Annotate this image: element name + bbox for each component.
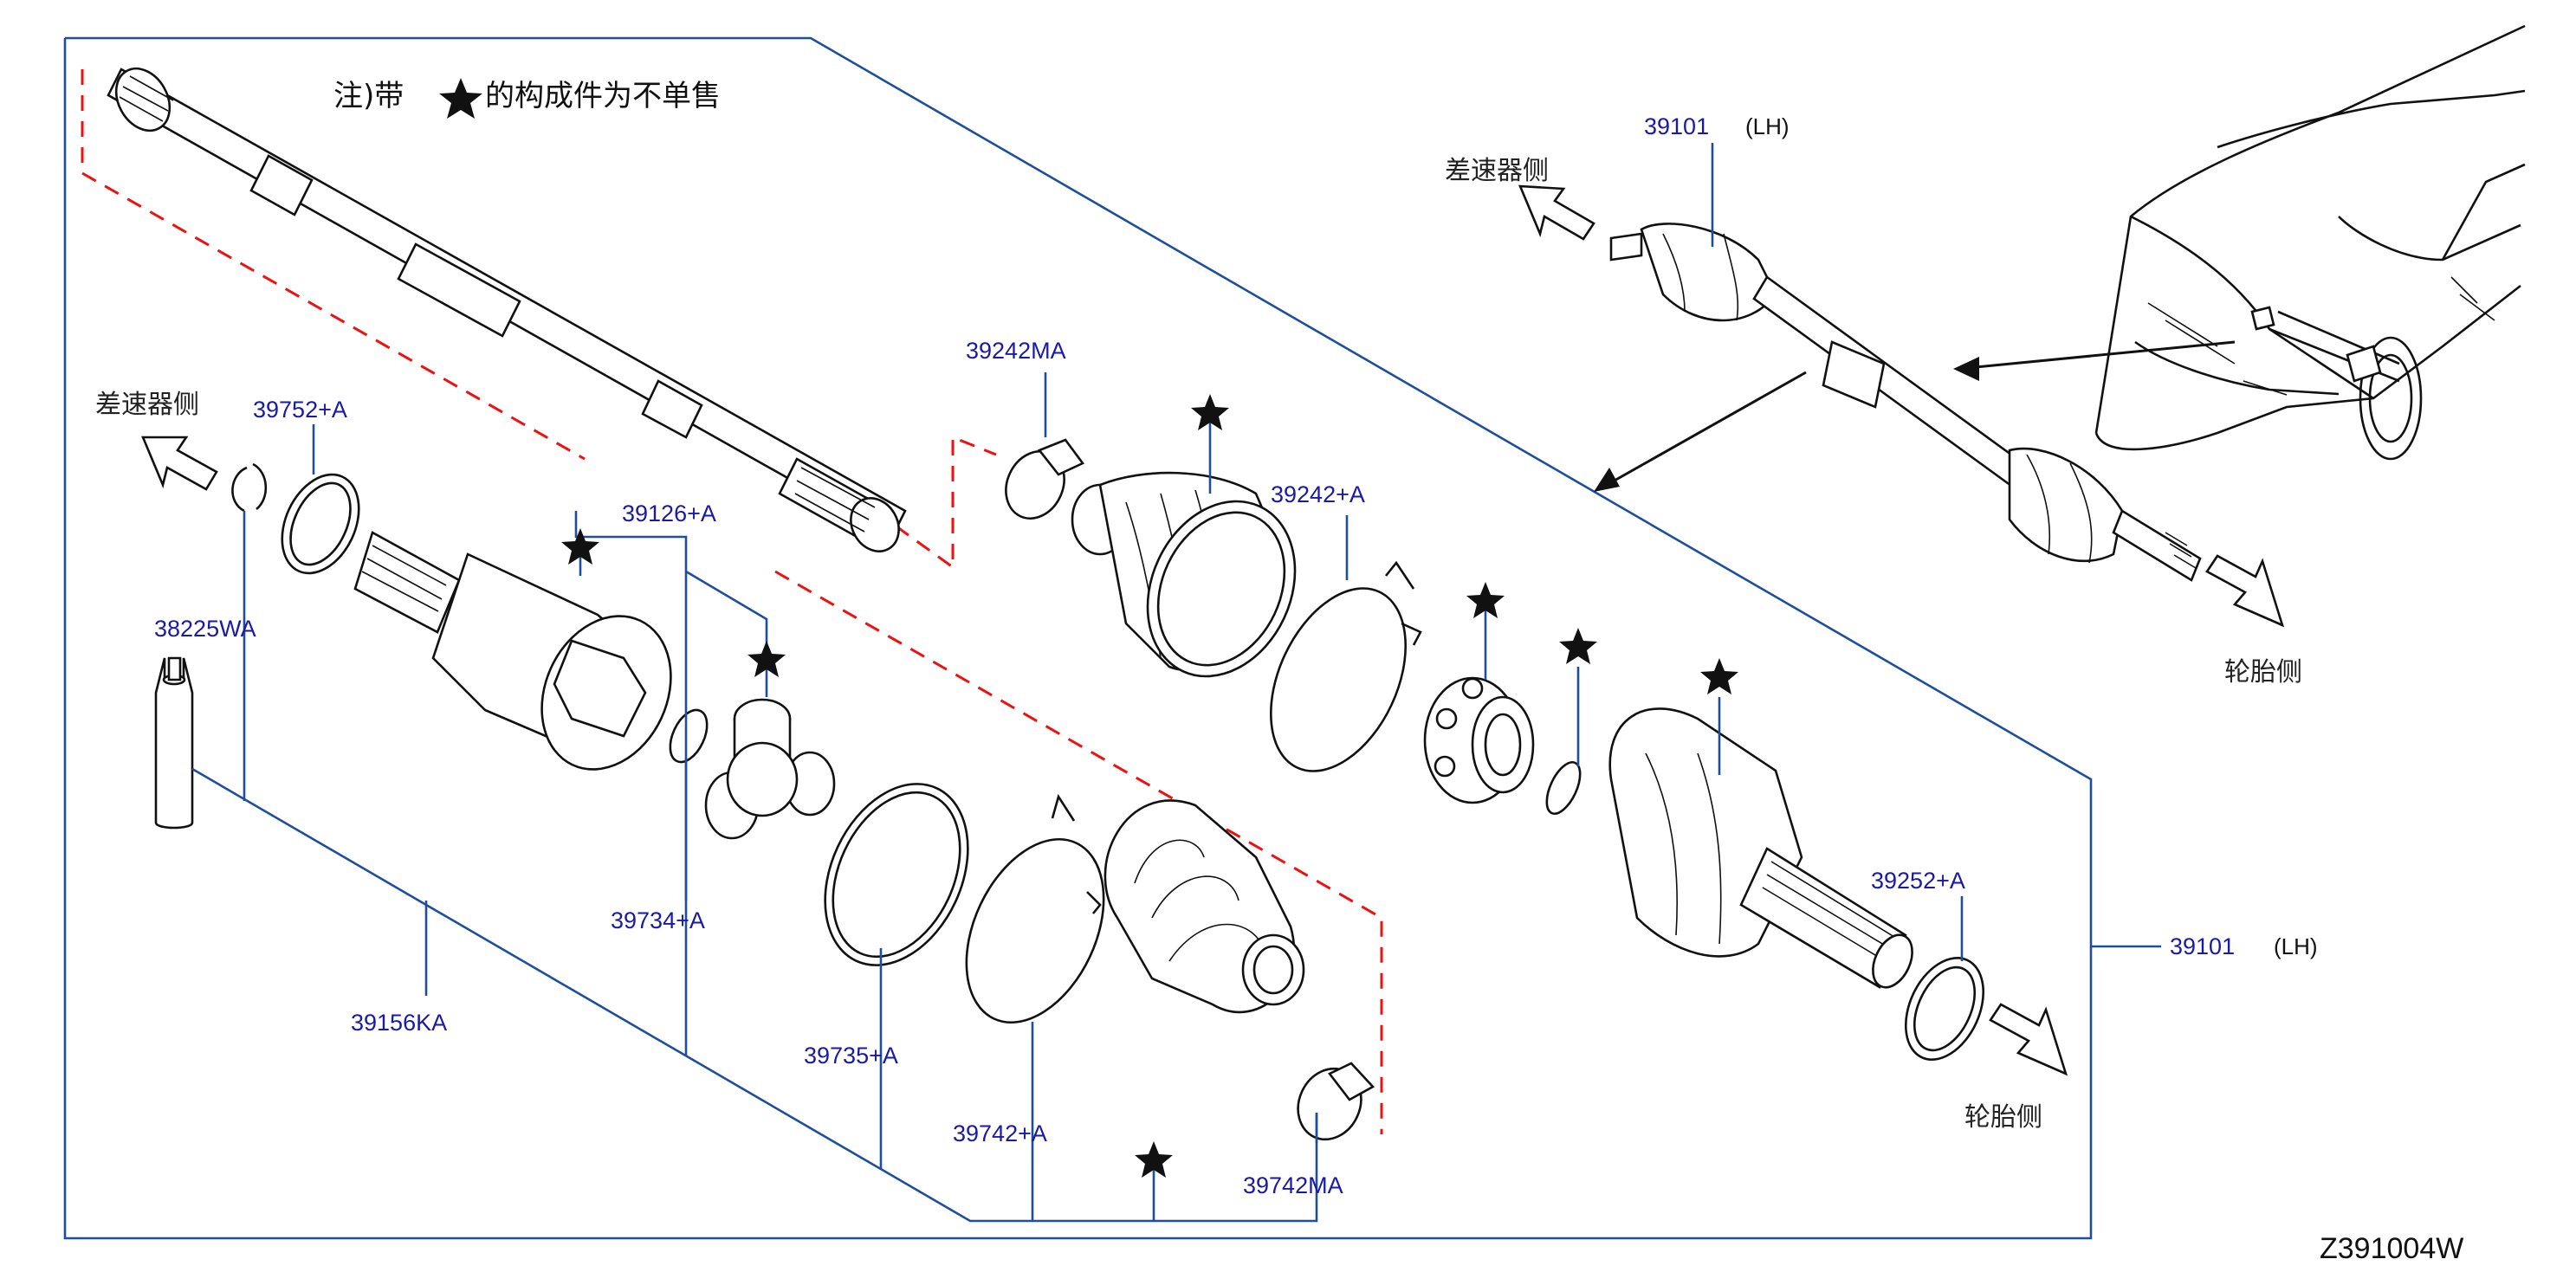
- star-icon: [1191, 394, 1229, 430]
- guide-line-shaft: [81, 69, 586, 461]
- part-label-39752A[interactable]: 39752+A: [253, 397, 347, 423]
- snap-ring-39734: [669, 708, 709, 764]
- star-icon: [439, 78, 482, 119]
- non-serviceable-stars: [561, 394, 1738, 1178]
- snap-ring-outer: [1545, 761, 1582, 815]
- star-icon: [561, 528, 599, 565]
- part-label-39742MA[interactable]: 39742MA: [1243, 1172, 1343, 1198]
- pointer-arrows: [1594, 340, 2236, 492]
- star-icon: [1135, 1141, 1173, 1178]
- part-label-39101-main[interactable]: 39101: [2170, 933, 2235, 959]
- note-prefix: 注)带: [333, 79, 404, 113]
- part-label-39252A[interactable]: 39252+A: [1871, 868, 1965, 894]
- arrow-diff-left-icon: [141, 436, 218, 491]
- part-label-39101-inset[interactable]: 39101: [1644, 113, 1709, 139]
- direction-diff-inset: 差速器侧: [1445, 156, 1549, 186]
- part-label-39126A[interactable]: 39126+A: [622, 500, 716, 526]
- outer-joint-housing: [1608, 707, 1913, 989]
- arrow-wheel-inset-icon: [2205, 554, 2285, 628]
- part-label-39734A[interactable]: 39734+A: [611, 907, 705, 933]
- part-label-39742A[interactable]: 39742+A: [953, 1120, 1047, 1146]
- star-icon: [748, 641, 786, 677]
- band-39742: [965, 837, 1105, 1024]
- band-39735: [824, 783, 969, 966]
- clamp-39242MA: [1005, 438, 1084, 520]
- seal-39252: [1904, 957, 1985, 1061]
- direction-wheel-main: 轮胎侧: [1964, 1102, 2042, 1133]
- guide-line-shaft-boot: [874, 435, 997, 570]
- seal-39752: [281, 473, 360, 575]
- inset-assembled-shaft: [1609, 223, 2202, 582]
- inner-race: [1423, 676, 1535, 804]
- direction-diff-left: 差速器侧: [95, 390, 199, 420]
- side-label-lh-main: (LH): [2274, 933, 2318, 959]
- outer-housing-39126: [353, 531, 672, 771]
- part-label-39242A[interactable]: 39242+A: [1271, 481, 1365, 507]
- arrow-diff-inset-icon: [1518, 184, 1595, 241]
- part-label-39156KA[interactable]: 39156KA: [351, 1010, 447, 1036]
- part-label-39242MA[interactable]: 39242MA: [966, 338, 1066, 364]
- star-icon: [1466, 582, 1505, 618]
- direction-wheel-inset: 轮胎侧: [2224, 657, 2302, 688]
- grease-tube: [154, 656, 194, 830]
- vehicle-outline: [2094, 24, 2526, 461]
- inner-boot: [1104, 799, 1305, 1014]
- part-label-39735A[interactable]: 39735+A: [804, 1043, 898, 1069]
- tripod-joint: [704, 698, 836, 840]
- outer-boot: [1071, 471, 1297, 678]
- snap-ring-38225: [231, 462, 268, 513]
- assembly-frame: [63, 36, 2093, 1240]
- diagram-code: Z391004W: [2320, 1232, 2463, 1265]
- guide-line-inner-boot: [774, 570, 1383, 1134]
- clamp-39742MA: [1297, 1062, 1375, 1141]
- leader-lines: [191, 143, 2161, 1223]
- note-suffix: 的构成件为不单售: [485, 79, 721, 113]
- star-icon: [1700, 658, 1738, 694]
- side-label-lh-inset: (LH): [1745, 113, 1790, 139]
- part-label-38225WA[interactable]: 38225WA: [154, 616, 256, 642]
- drive-shaft: [107, 67, 907, 552]
- arrow-wheel-main-icon: [1989, 1003, 2068, 1076]
- band-39242A: [1269, 587, 1408, 772]
- star-icon: [1559, 628, 1597, 664]
